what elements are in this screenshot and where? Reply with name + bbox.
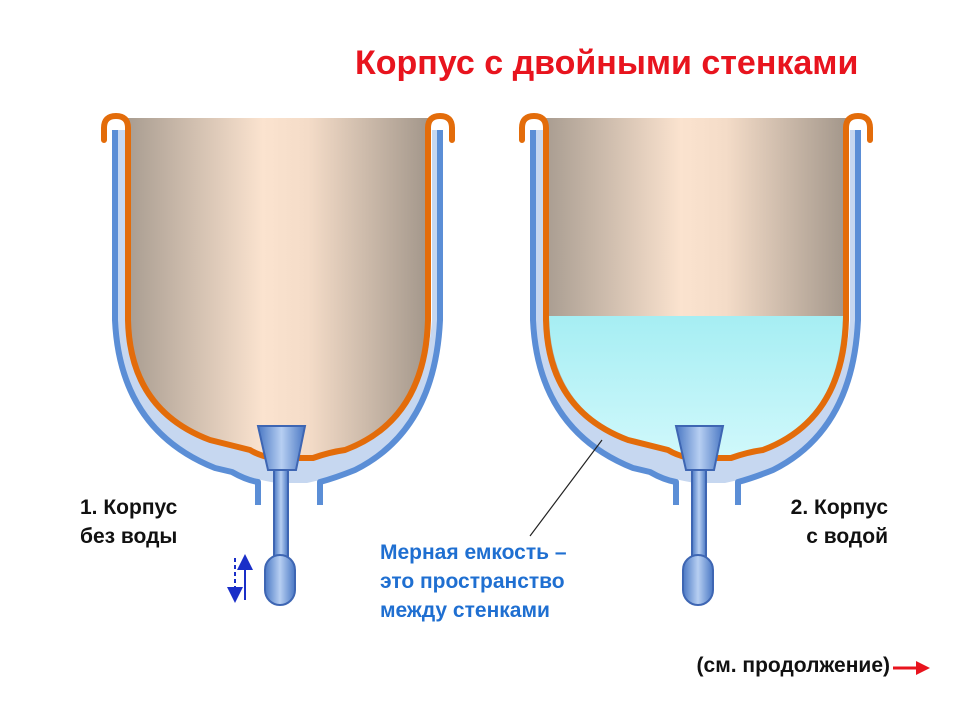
drain-funnel [256, 425, 307, 471]
callout-line: между стенками [380, 599, 550, 622]
drain-bulb [264, 554, 296, 606]
label-line: с водой [806, 525, 888, 548]
callout-leader-line [529, 439, 603, 537]
inner-vessel [128, 118, 428, 458]
label-vessel-with-water: 2. Корпус с водой [791, 493, 888, 551]
drain-tube [691, 469, 707, 561]
label-line: 2. Корпус [790, 496, 888, 519]
page-title: Корпус с двойными стенками [355, 44, 859, 82]
vessel-empty [101, 113, 455, 606]
label-line: 1. Корпус [80, 496, 178, 519]
outer-wall [112, 130, 443, 505]
vessel-with-water [519, 113, 873, 606]
label-line: без воды [80, 525, 178, 548]
outer-wall [530, 130, 861, 505]
label-vessel-empty: 1. Корпус без воды [80, 493, 177, 551]
drain-bulb [682, 554, 714, 606]
water [549, 316, 843, 455]
continue-arrow-icon [893, 661, 930, 675]
drain-funnel [674, 425, 725, 471]
drain-tube [273, 469, 289, 561]
continue-link[interactable]: (см. продолжение) [696, 654, 890, 677]
callout-line: это пространство [380, 570, 565, 593]
callout-text: Мерная емкость – это пространство между … [380, 538, 567, 625]
callout-line: Мерная емкость – [380, 541, 567, 564]
